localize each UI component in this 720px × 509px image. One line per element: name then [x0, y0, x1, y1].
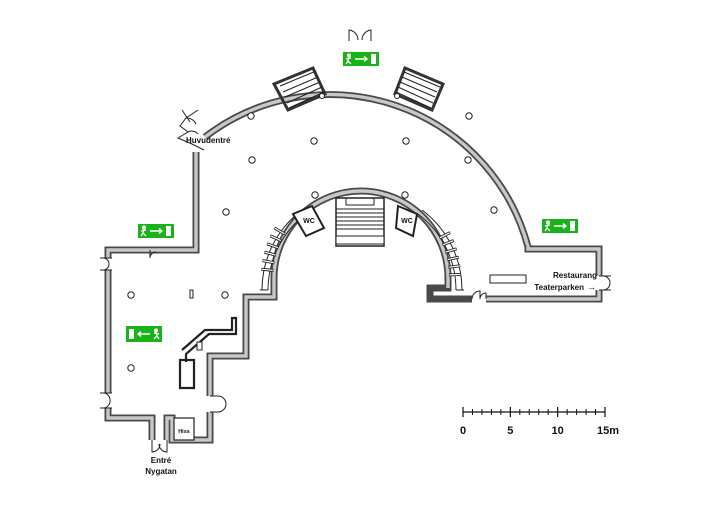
wc-right-room — [394, 204, 419, 238]
arch-rib-inner — [262, 260, 274, 264]
label-entrance-line2: Nygatan — [145, 467, 177, 476]
exit-sign-top — [343, 52, 379, 66]
exit-sign-left — [138, 224, 174, 238]
label-wc-left: WC — [303, 218, 315, 225]
arch-rib-inner — [261, 268, 273, 271]
arch-rib-inner — [445, 248, 457, 253]
arch-rib-inner — [264, 251, 276, 256]
label-restaurant-line2: Teaterparken — [534, 283, 584, 292]
outer-walls — [104, 91, 603, 444]
exit-sign-right — [542, 219, 578, 233]
arch-rib-inner — [267, 243, 279, 249]
scale-tick-label: 10 — [552, 425, 564, 437]
arch-rib-inner — [447, 256, 459, 261]
label-main-entrance: Huvudentré — [186, 136, 231, 145]
counter — [489, 274, 527, 284]
arch-rib-inner — [270, 235, 282, 242]
interior-walls — [173, 289, 238, 441]
label-wc-right: WC — [401, 218, 413, 225]
arch-rib-inner — [439, 232, 450, 239]
stair-center — [335, 197, 385, 247]
arch-ribs — [261, 226, 461, 277]
scale-tick-label: 5 — [507, 425, 513, 437]
label-elevator: Hiss — [178, 429, 190, 435]
arch-rib-inner — [448, 265, 460, 268]
stairs — [271, 66, 445, 247]
label-entrance-line1: Entré — [151, 456, 172, 465]
wc-left-room — [291, 204, 326, 238]
stair-right — [393, 66, 445, 112]
arch-rib-inner — [442, 240, 454, 246]
scale-bar: 0 5 10 15m — [460, 407, 619, 437]
stair-left — [271, 66, 328, 112]
label-restaurant-line1: Restaurang — [553, 271, 597, 280]
exit-sign-lower — [126, 326, 162, 342]
arch-rib-inner — [274, 227, 285, 235]
scale-tick-label: 0 — [460, 425, 466, 437]
doors — [100, 29, 611, 453]
scale-tick-label: 15m — [597, 425, 619, 437]
restaurant-arrow-icon: → — [587, 282, 596, 292]
columns — [127, 112, 498, 372]
